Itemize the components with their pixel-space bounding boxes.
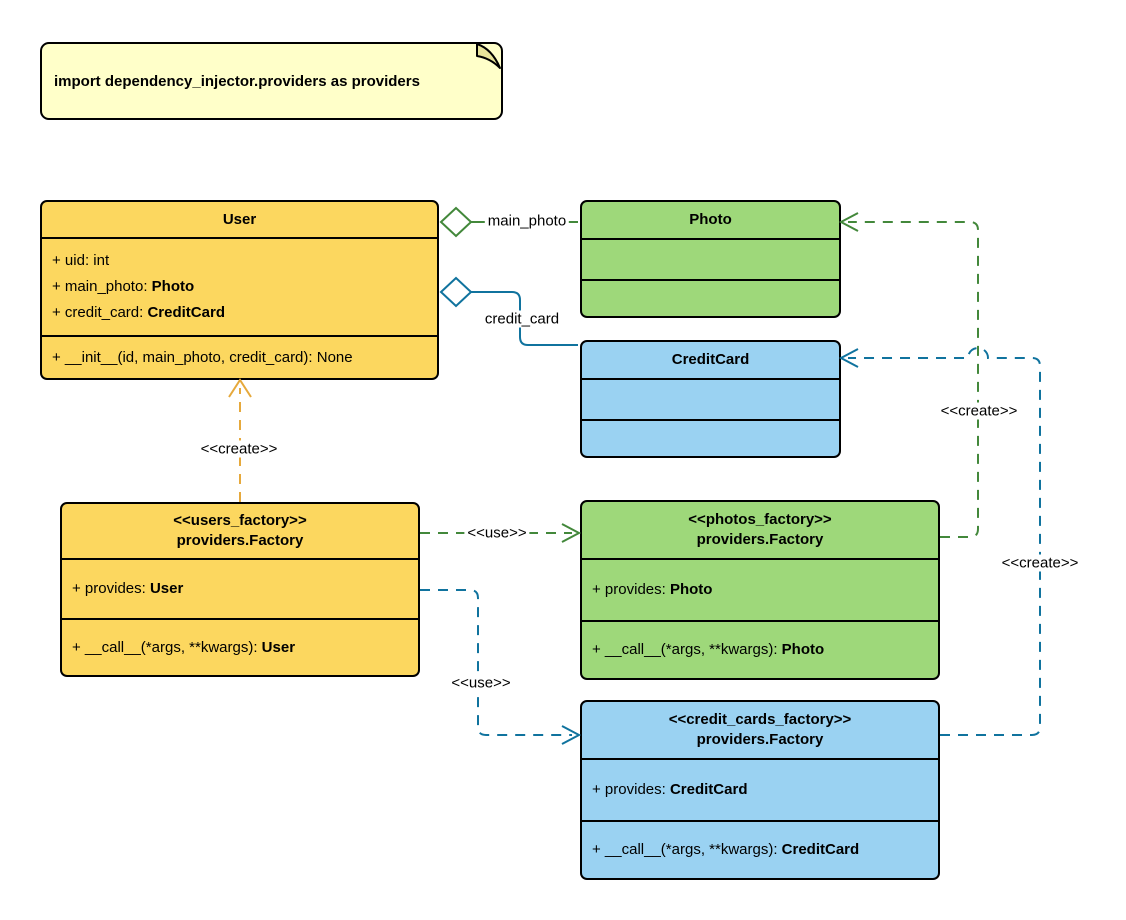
- class-user-title: User: [222, 210, 257, 228]
- attribute-line: + main_photo: Photo: [52, 274, 427, 300]
- note-text: import dependency_injector.providers as …: [54, 72, 420, 90]
- stereotype: <<credit_cards_factory>>: [668, 711, 852, 728]
- note-import: import dependency_injector.providers as …: [40, 42, 503, 120]
- member-type: User: [149, 580, 184, 597]
- class-name: providers.Factory: [696, 531, 824, 548]
- class-users-factory: <<users_factory>> providers.Factory + pr…: [60, 502, 420, 677]
- class-name: providers.Factory: [176, 532, 304, 549]
- member-text: + main_photo:: [52, 278, 152, 295]
- member-text: + credit_card:: [52, 304, 148, 321]
- stereotype: <<photos_factory>>: [688, 511, 832, 528]
- member-text: + uid: int: [52, 252, 110, 269]
- edge-use-credit-cards-factory: [420, 589, 582, 745]
- class-credit-cards-factory-methods-section: + __call__(*args, **kwargs): CreditCard: [582, 820, 938, 878]
- class-users-factory-title: <<users_factory>> providers.Factory: [62, 504, 418, 558]
- edge-label-create-photo: <<create>>: [937, 402, 1021, 420]
- member-text: + __call__(*args, **kwargs):: [592, 841, 782, 858]
- member-text: + __call__(*args, **kwargs):: [72, 638, 262, 656]
- class-creditcard-title: CreditCard: [671, 351, 750, 368]
- member-type: CreditCard: [781, 841, 860, 858]
- class-user-attributes-section: + uid: int + main_photo: Photo + credit_…: [42, 237, 437, 335]
- edge-label-use-credit-cards: <<use>>: [448, 674, 514, 692]
- attribute-line: + credit_card: CreditCard: [52, 300, 427, 326]
- attribute-line: + provides: CreditCard: [592, 777, 928, 803]
- class-photos-factory: <<photos_factory>> providers.Factory + p…: [580, 500, 940, 680]
- member-type: Photo: [151, 278, 195, 295]
- member-text: + __init__(id, main_photo, credit_card):…: [52, 348, 353, 366]
- edge-label-create-user: <<create>>: [197, 440, 281, 458]
- member-type: User: [261, 638, 296, 656]
- method-line: + __init__(id, main_photo, credit_card):…: [52, 345, 427, 371]
- member-type: Photo: [669, 581, 713, 598]
- edge-label-use-photos: <<use>>: [464, 524, 530, 542]
- member-text: + provides:: [592, 581, 670, 598]
- class-creditcard: CreditCard: [580, 340, 841, 458]
- class-credit-cards-factory-attributes-section: + provides: CreditCard: [582, 758, 938, 820]
- class-credit-cards-factory-title: <<credit_cards_factory>> providers.Facto…: [582, 702, 938, 758]
- attribute-line: + provides: User: [72, 576, 408, 602]
- class-users-factory-attributes-section: + provides: User: [62, 558, 418, 618]
- class-credit-cards-factory: <<credit_cards_factory>> providers.Facto…: [580, 700, 940, 880]
- attribute-line: + provides: Photo: [592, 577, 928, 603]
- member-text: + __call__(*args, **kwargs):: [592, 641, 782, 658]
- method-line: + __call__(*args, **kwargs): User: [72, 635, 408, 661]
- class-photos-factory-title: <<photos_factory>> providers.Factory: [582, 502, 938, 558]
- edge-create-photo: [838, 212, 979, 538]
- class-user: User + uid: int + main_photo: Photo + cr…: [40, 200, 439, 380]
- class-photos-factory-methods-section: + __call__(*args, **kwargs): Photo: [582, 620, 938, 678]
- class-users-factory-methods-section: + __call__(*args, **kwargs): User: [62, 618, 418, 675]
- class-photo: Photo: [580, 200, 841, 318]
- class-photo-methods-section: [582, 279, 839, 316]
- edge-label-create-credit-card: <<create>>: [998, 554, 1082, 572]
- member-text: + provides:: [592, 781, 670, 798]
- class-name: providers.Factory: [696, 731, 824, 748]
- class-creditcard-attributes-section: [582, 378, 839, 419]
- stereotype: <<users_factory>>: [173, 512, 307, 529]
- class-photos-factory-attributes-section: + provides: Photo: [582, 558, 938, 620]
- member-text: + provides:: [72, 580, 150, 597]
- member-type: CreditCard: [147, 304, 225, 321]
- attribute-line: + uid: int: [52, 248, 427, 274]
- class-user-methods-section: + __init__(id, main_photo, credit_card):…: [42, 335, 437, 378]
- class-photo-title: Photo: [689, 211, 732, 228]
- class-creditcard-methods-section: [582, 419, 839, 456]
- edge-label-main-photo: main_photo: [484, 212, 570, 230]
- member-type: Photo: [781, 641, 825, 658]
- method-line: + __call__(*args, **kwargs): Photo: [592, 637, 928, 663]
- member-type: CreditCard: [669, 781, 748, 798]
- note-fold-icon: [476, 43, 501, 69]
- class-photo-attributes-section: [582, 238, 839, 279]
- method-line: + __call__(*args, **kwargs): CreditCard: [592, 837, 928, 863]
- edge-label-credit-card: credit_card: [481, 310, 563, 328]
